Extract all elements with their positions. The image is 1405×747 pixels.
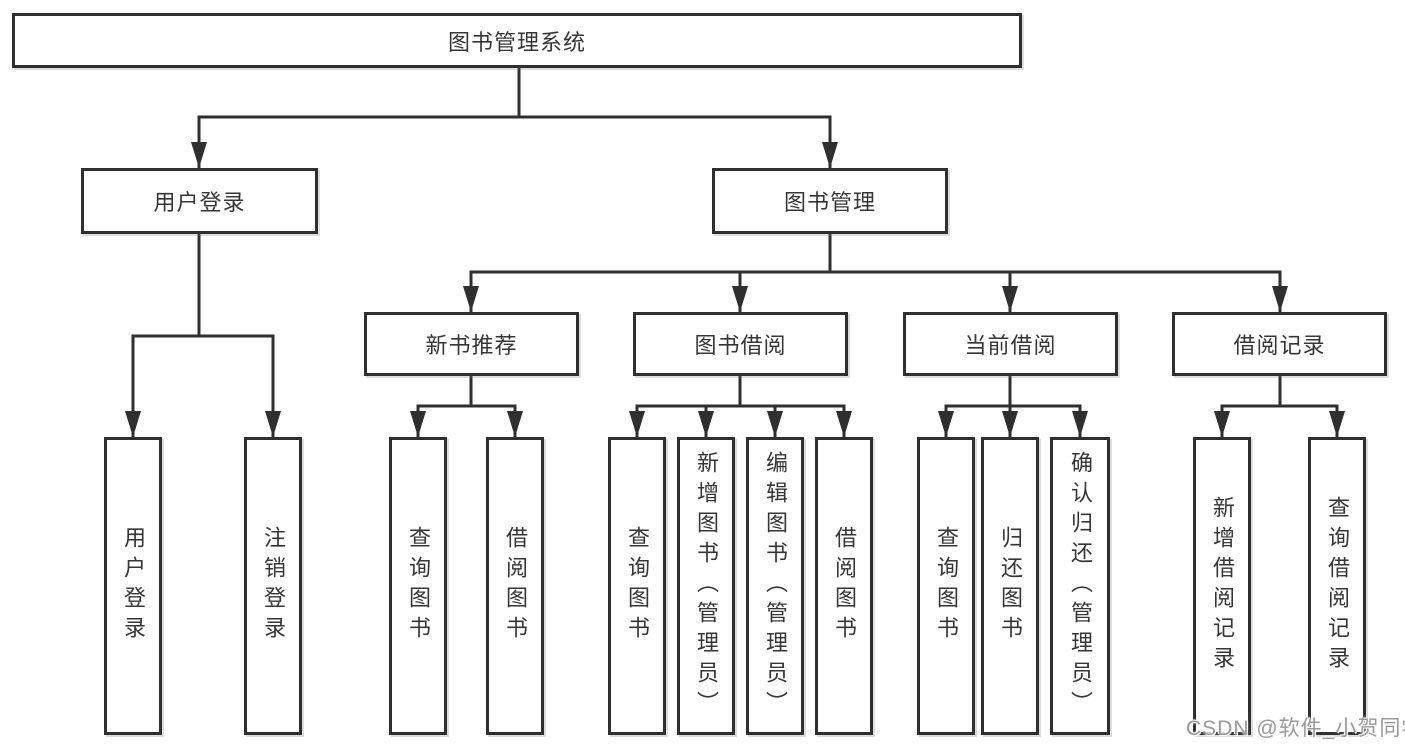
node-label: 查询借阅记录	[1325, 496, 1350, 676]
leaf-borrow-books: 借阅图书	[815, 437, 873, 735]
node-label: 用户登录	[153, 190, 246, 215]
leaf-query-books-recommend: 查询图书	[389, 437, 447, 735]
node-label: 借阅记录	[1233, 333, 1326, 358]
leaf-user-login: 用户登录	[104, 437, 162, 735]
node-label: 图书管理系统	[447, 29, 586, 55]
csdn-watermark: CSDN @软件_小贺同学	[1186, 717, 1405, 740]
node-label: 新书推荐	[425, 333, 518, 358]
node-label: 当前借阅	[964, 333, 1057, 358]
node-label: 借阅图书	[503, 526, 528, 646]
node-label: 归还图书	[998, 526, 1023, 646]
node-label: 新增借阅记录	[1210, 496, 1235, 676]
node-system-root: 图书管理系统	[12, 13, 1022, 68]
node-current-borrow: 当前借阅	[903, 312, 1118, 376]
leaf-logout: 注销登录	[244, 437, 302, 735]
leaf-add-book-admin: 新增图书（管理员）	[677, 437, 735, 735]
leaf-query-borrow-record: 查询借阅记录	[1308, 437, 1366, 735]
leaf-confirm-return-admin: 确认归还（管理员）	[1050, 437, 1110, 735]
node-borrow-records: 借阅记录	[1172, 312, 1387, 376]
node-label: 注销登录	[261, 526, 286, 646]
node-user-login: 用户登录	[81, 168, 318, 234]
node-label: 借阅图书	[832, 526, 857, 646]
leaf-edit-book-admin: 编辑图书（管理员）	[746, 437, 804, 735]
node-new-book-recommend: 新书推荐	[364, 312, 579, 376]
node-label: 用户登录	[121, 526, 146, 646]
node-label: 图书借阅	[694, 333, 787, 358]
node-book-management: 图书管理	[712, 168, 948, 234]
leaf-query-books-borrow: 查询图书	[608, 437, 666, 735]
leaf-add-borrow-record: 新增借阅记录	[1193, 437, 1251, 735]
node-label: 查询图书	[934, 526, 959, 646]
node-label: 图书管理	[783, 190, 876, 215]
node-book-borrow: 图书借阅	[633, 312, 848, 376]
node-label: 查询图书	[625, 526, 650, 646]
node-label: 确认归还（管理员）	[1068, 451, 1093, 721]
node-label: 新增图书（管理员）	[694, 451, 719, 721]
node-label: 查询图书	[406, 526, 431, 646]
leaf-query-books-current: 查询图书	[917, 437, 975, 735]
leaf-return-books: 归还图书	[981, 437, 1039, 735]
node-label: 编辑图书（管理员）	[763, 451, 788, 721]
leaf-borrow-books-recommend: 借阅图书	[486, 437, 544, 735]
